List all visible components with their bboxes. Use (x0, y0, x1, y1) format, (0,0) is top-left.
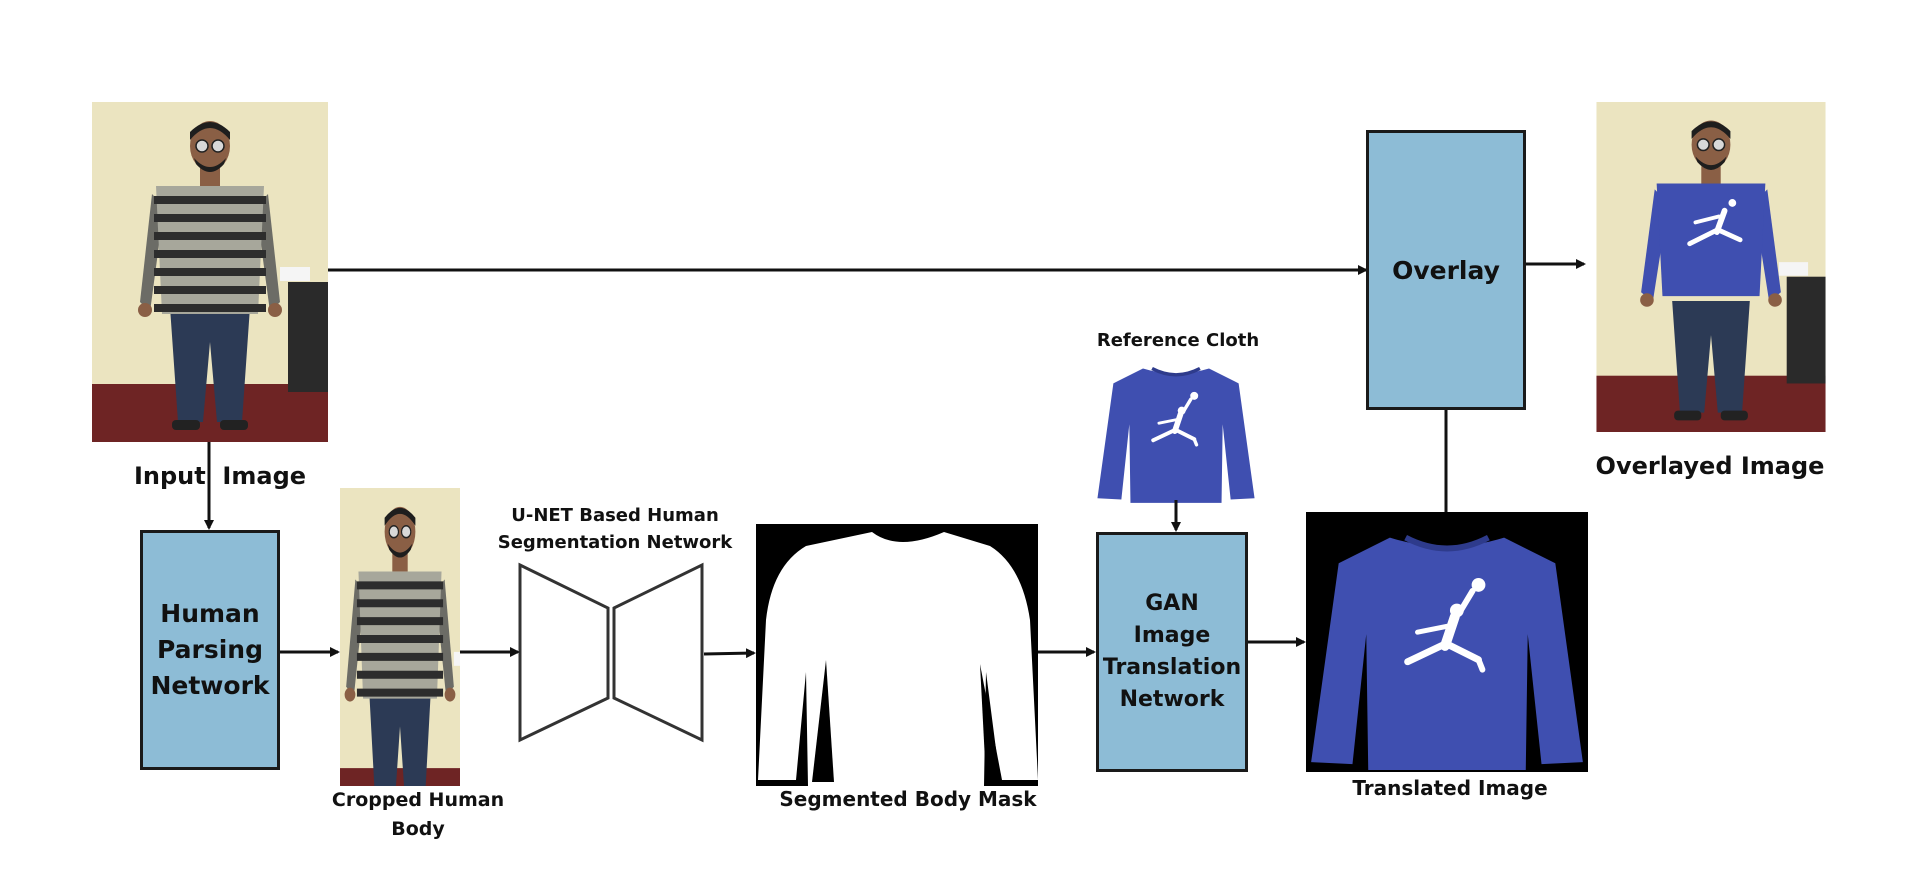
translated-image-label: Translated Image (1352, 776, 1548, 800)
cropped-body-image (309, 488, 491, 826)
connectors (204, 259, 1586, 659)
unet-label: U-NET Based Human Segmentation Network (497, 505, 733, 553)
input-image (92, 102, 328, 442)
unet-icon (518, 562, 704, 743)
arrow-unet-to-mask (703, 648, 756, 659)
overlay-label: Overlay (1392, 255, 1500, 285)
input-image-label: Input Image (133, 462, 307, 490)
segmented-mask-image (756, 524, 1038, 786)
reference-cloth-image (1097, 369, 1254, 503)
overlay-box: Overlay (1366, 130, 1526, 410)
translated-image (1306, 512, 1588, 772)
gan-network-label: GAN Image Translation Network (1102, 591, 1242, 712)
cropped-body-label: Cropped Human Body (331, 789, 505, 840)
reference-cloth-label: Reference Cloth (1096, 330, 1260, 351)
overlayed-image (1596, 102, 1825, 432)
segmented-mask-label: Segmented Body Mask (779, 787, 1037, 811)
human-parsing-network-label: Human Parsing Network (150, 599, 270, 700)
overlayed-image-label: Overlayed Image (1595, 452, 1825, 480)
human-parsing-network-box: Human Parsing Network (140, 530, 280, 770)
gan-network-box: GAN Image Translation Network (1096, 532, 1248, 772)
